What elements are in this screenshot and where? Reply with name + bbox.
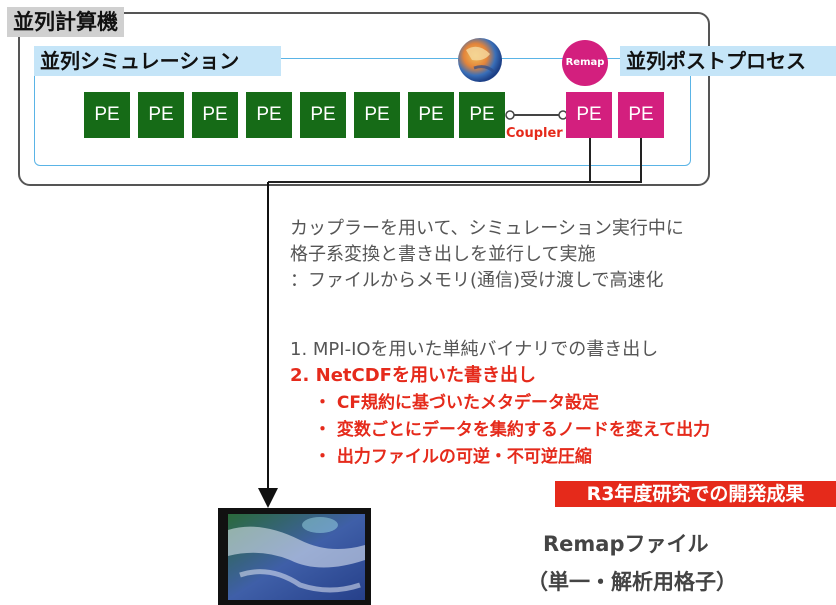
pe-sim-2: PE	[138, 92, 184, 138]
list-subitem-3: ・ 出力ファイルの可逆・不可逆圧縮	[314, 447, 592, 467]
description-line-2: 格子系変換と書き出しを並行して実施	[290, 244, 596, 265]
pe-sim-5: PE	[300, 92, 346, 138]
pe-sim-7: PE	[408, 92, 454, 138]
list-item-1: 1. MPI-IOを用いた単純バイナリでの書き出し	[290, 339, 659, 360]
simulation-frame	[34, 58, 691, 166]
remap-badge: Remap	[562, 40, 608, 86]
output-subtitle: （単一・解析用格子）	[527, 570, 737, 594]
list-subitem-2: ・ 変数ごとにデータを集約するノードを変えて出力	[314, 420, 711, 440]
pe-sim-6: PE	[354, 92, 400, 138]
description-line-1: カップラーを用いて、シミュレーション実行中に	[290, 218, 684, 239]
pe-sim-3: PE	[192, 92, 238, 138]
pe-sim-8: PE	[459, 92, 505, 138]
pe-post-1: PE	[566, 92, 612, 138]
description-line-3: ：ファイルからメモリ(通信)受け渡しで高速化	[290, 270, 664, 291]
coupler-label: Coupler	[506, 126, 563, 141]
list-item-2: 2. NetCDFを用いた書き出し	[290, 365, 536, 386]
output-title: Remapファイル	[543, 532, 709, 556]
pe-sim-4: PE	[246, 92, 292, 138]
parallel-computer-label: 並列計算機	[7, 7, 124, 37]
list-subitem-1: ・ CF規約に基づいたメタデータ設定	[314, 393, 600, 413]
result-badge: R3年度研究での開発成果	[555, 481, 836, 507]
parallel-postprocess-label: 並列ポストプロセス	[620, 46, 836, 76]
pe-sim-1: PE	[84, 92, 130, 138]
pe-post-2: PE	[618, 92, 664, 138]
parallel-simulation-label: 並列シミュレーション	[34, 46, 281, 76]
parallel-computer-frame	[18, 12, 710, 186]
